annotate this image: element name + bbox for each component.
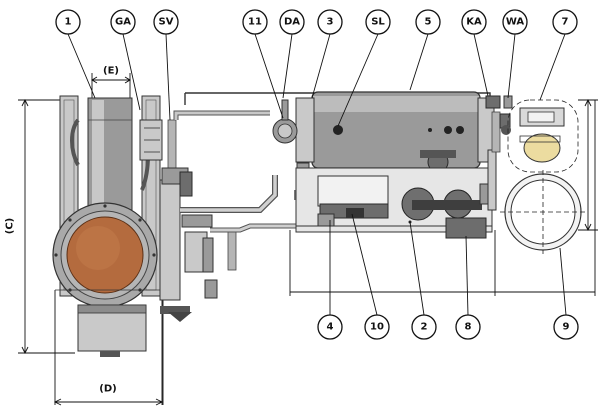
balloon-KA: KA <box>461 9 487 35</box>
balloon-11: 11 <box>242 9 268 35</box>
balloon-8-label: 8 <box>465 322 472 333</box>
balloon-KA-label: KA <box>466 17 482 28</box>
balloon-SL: SL <box>365 9 391 35</box>
balloon-3-label: 3 <box>327 17 334 28</box>
balloon-WA: WA <box>502 9 528 35</box>
balloon-8: 8 <box>455 314 481 340</box>
balloon-SV-label: SV <box>159 17 174 28</box>
balloon-1-label: 1 <box>65 17 72 28</box>
balloon-4-label: 4 <box>327 322 334 333</box>
balloon-11-label: 11 <box>248 17 262 28</box>
balloon-7: 7 <box>552 9 578 35</box>
balloon-1: 1 <box>55 9 81 35</box>
leader-lines <box>67 33 567 316</box>
balloon-4: 4 <box>317 314 343 340</box>
dimension-lines <box>18 73 598 406</box>
balloon-5: 5 <box>415 9 441 35</box>
boiler-unit <box>52 95 165 357</box>
balloon-3: 3 <box>317 9 343 35</box>
balloon-9-label: 9 <box>563 322 570 333</box>
balloon-GA: GA <box>110 9 136 35</box>
balloon-5-label: 5 <box>425 17 432 28</box>
dimension-label-D: (D) <box>99 384 116 395</box>
balloon-10: 10 <box>364 314 390 340</box>
dimension-label-E: (E) <box>103 66 119 77</box>
balloon-GA-label: GA <box>115 17 131 28</box>
balloon-10-label: 10 <box>370 322 384 333</box>
balloon-DA-label: DA <box>284 17 300 28</box>
balloon-SL-label: SL <box>371 17 385 28</box>
base-skid <box>295 95 513 239</box>
balloon-7-label: 7 <box>562 17 569 28</box>
chemical-dosing-unit <box>507 99 579 173</box>
balloon-2-label: 2 <box>421 322 428 333</box>
balloon-9: 9 <box>553 314 579 340</box>
dimension-label-C: (C) <box>5 218 16 234</box>
balloon-WA-label: WA <box>506 17 525 28</box>
condensate-tank <box>500 170 586 254</box>
balloon-SV: SV <box>153 9 179 35</box>
balloon-2: 2 <box>411 314 437 340</box>
balloon-DA: DA <box>279 9 305 35</box>
